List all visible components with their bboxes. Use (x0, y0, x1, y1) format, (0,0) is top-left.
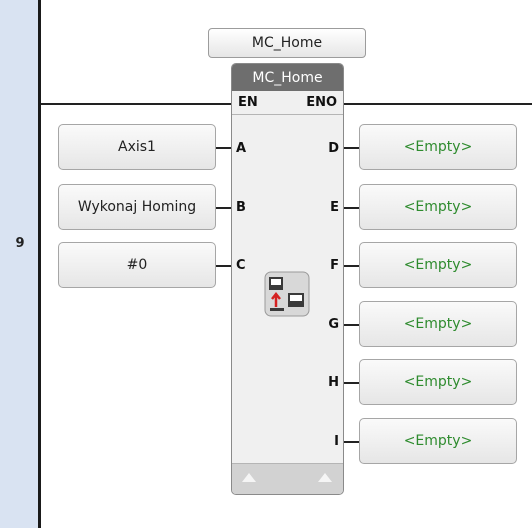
input-a-variable[interactable]: Axis1 (58, 124, 216, 170)
pin-e-label: E (330, 200, 339, 215)
wire-e (344, 207, 360, 209)
wire-f (344, 265, 360, 267)
en-pin-label: EN (238, 95, 258, 110)
motion-home-icon (264, 271, 310, 317)
wire-c (215, 265, 231, 267)
collapse-left-icon[interactable] (242, 473, 256, 482)
output-e-variable[interactable]: <Empty> (359, 184, 517, 230)
rung-wire-left (41, 103, 232, 105)
block-resize-footer[interactable] (232, 463, 343, 494)
pin-g-label: G (328, 317, 339, 332)
pin-b-label: B (236, 200, 246, 215)
pin-i-label: I (334, 434, 339, 449)
pin-f-label: F (330, 258, 339, 273)
wire-i (344, 441, 360, 443)
pin-a-label: A (236, 141, 247, 156)
wire-d (344, 147, 360, 149)
rung-number: 9 (15, 236, 25, 251)
block-type-title: MC_Home (232, 64, 343, 91)
wire-b (215, 207, 231, 209)
wire-h (344, 382, 360, 384)
wire-a (215, 147, 231, 149)
pin-d-label: D (328, 141, 339, 156)
pin-h-label: H (328, 375, 339, 390)
block-instance-name[interactable]: MC_Home (208, 28, 366, 58)
wire-g (344, 324, 360, 326)
block-header-divider (232, 114, 343, 115)
function-block[interactable]: MC_Home EN ENO A B C D E F G H I (231, 63, 344, 495)
output-f-variable[interactable]: <Empty> (359, 242, 517, 288)
eno-pin-label: ENO (306, 95, 337, 110)
rung-wire-right (343, 103, 532, 105)
output-d-variable[interactable]: <Empty> (359, 124, 517, 170)
output-h-variable[interactable]: <Empty> (359, 359, 517, 405)
collapse-right-icon[interactable] (318, 473, 332, 482)
rung-gutter (0, 0, 40, 528)
output-g-variable[interactable]: <Empty> (359, 301, 517, 347)
input-b-variable[interactable]: Wykonaj Homing (58, 184, 216, 230)
output-i-variable[interactable]: <Empty> (359, 418, 517, 464)
pin-c-label: C (236, 258, 246, 273)
left-power-rail (38, 0, 41, 528)
input-c-variable[interactable]: #0 (58, 242, 216, 288)
